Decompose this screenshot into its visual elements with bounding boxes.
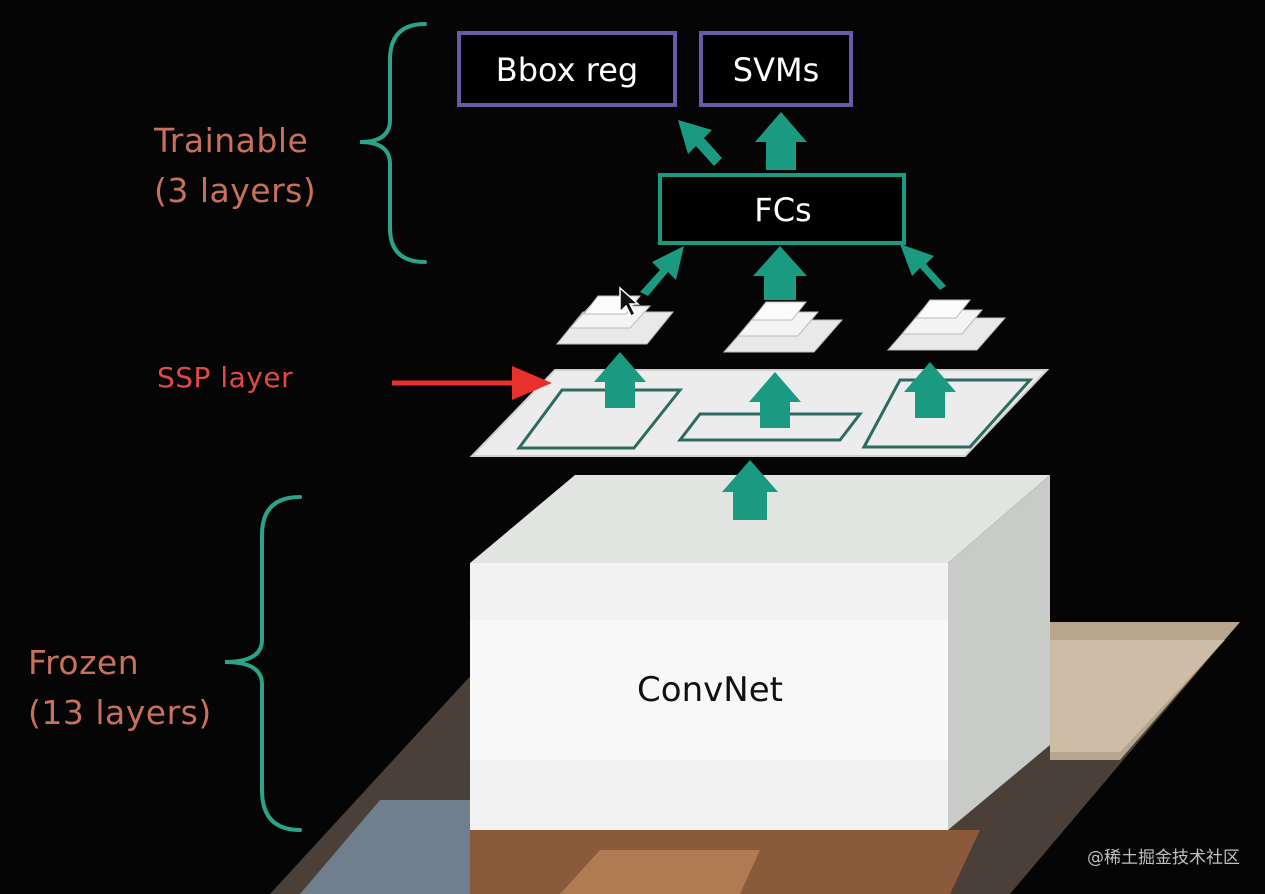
pooled-features-right xyxy=(886,299,1007,351)
diag-arrow-right-fcs xyxy=(900,244,946,290)
bbox-reg-label: Bbox reg xyxy=(495,51,639,89)
diag-arrow-left-fcs xyxy=(640,246,684,296)
ssp-layer-label: SSP layer xyxy=(157,361,294,394)
ssp-pointer-arrow xyxy=(392,366,552,400)
frozen-label-line1: Frozen xyxy=(28,643,140,682)
svms-label: SVMs xyxy=(732,51,820,89)
frozen-bracket xyxy=(224,495,302,832)
trainable-label-line1: Trainable xyxy=(154,121,309,160)
pooled-features-left xyxy=(555,295,675,345)
pooled-features-middle xyxy=(722,301,844,353)
up-arrow-ssp-right xyxy=(904,362,956,418)
fcs-label: FCs xyxy=(754,191,812,229)
trainable-bracket xyxy=(359,22,427,264)
diag-arrow-fcs-bbox xyxy=(678,120,722,166)
watermark: @稀土掘金技术社区 xyxy=(1087,848,1240,868)
up-arrow-ssp-middle xyxy=(749,372,801,428)
flow-arrows xyxy=(594,112,956,520)
mouse-cursor-icon xyxy=(619,286,640,318)
up-arrow-ssp-left xyxy=(594,352,646,408)
frozen-label-line2: (13 layers) xyxy=(28,693,212,732)
frozen-label: Frozen (13 layers) xyxy=(28,638,212,738)
fcs-box xyxy=(658,173,906,245)
trainable-label-line2: (3 layers) xyxy=(154,171,317,210)
ssp-layer-plane xyxy=(469,369,1050,457)
convnet-label: ConvNet xyxy=(637,670,783,710)
up-arrow-middle-fcs xyxy=(753,246,807,300)
up-arrow-fcs-svms xyxy=(755,112,807,170)
convnet-block xyxy=(470,475,1050,830)
up-arrow-convnet xyxy=(722,460,778,520)
svms-box xyxy=(699,31,853,107)
trainable-label: Trainable (3 layers) xyxy=(154,116,316,216)
bbox-reg-box xyxy=(457,31,677,107)
